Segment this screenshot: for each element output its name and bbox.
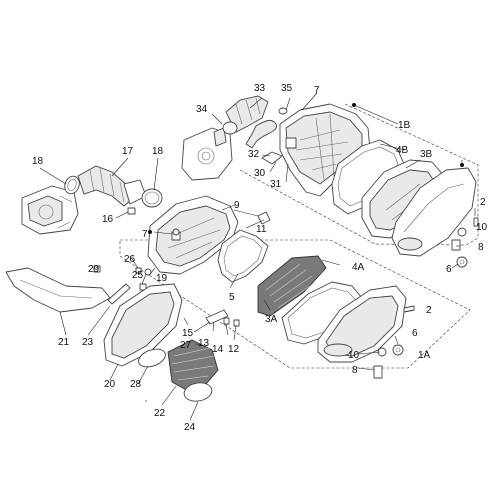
small-clip <box>127 207 136 215</box>
callout-1a: 1A <box>418 350 431 361</box>
intake-sleeve-top <box>222 95 269 135</box>
callout-18-left: 18 <box>32 156 44 167</box>
throttle-body-top <box>181 127 233 181</box>
fasteners-12-14 <box>223 317 240 327</box>
bolt-9 <box>257 211 271 225</box>
callout-23: 23 <box>82 337 94 348</box>
callout-5: 5 <box>229 292 235 303</box>
bracket-15 <box>205 309 229 325</box>
filter-element-3a <box>257 255 327 317</box>
callout-15: 15 <box>182 328 194 339</box>
callout-14: 14 <box>212 344 224 355</box>
callout-22: 22 <box>154 408 166 419</box>
callout-17: 17 <box>122 146 134 157</box>
hose-clamp-24 <box>183 382 213 402</box>
callout-29: 29 <box>88 264 100 275</box>
hose-clamp-28 <box>138 348 166 368</box>
airbox-cover-upper-right <box>391 167 477 257</box>
airbox-body-upper <box>279 103 371 197</box>
screw-2-upper <box>473 217 479 227</box>
small-parts-25-29 <box>93 265 152 291</box>
callout-30: 30 <box>254 168 266 179</box>
callout-9: 9 <box>234 200 240 211</box>
washer-6-lower <box>392 344 404 356</box>
callout-8-lower: 8 <box>352 365 358 376</box>
callout-12: 12 <box>228 344 240 355</box>
callout-20: 20 <box>104 379 116 390</box>
callout-19: 19 <box>156 273 168 284</box>
callout-33: 33 <box>254 83 266 94</box>
callout-3a: 3A <box>265 314 278 325</box>
callout-25: 25 <box>132 270 144 281</box>
callout-8-upper: 8 <box>478 242 484 253</box>
callout-3b: 3B <box>420 149 433 160</box>
callout-10-lower: 10 <box>348 350 360 361</box>
callout-13: 13 <box>198 338 210 349</box>
callout-28: 28 <box>130 379 142 390</box>
callout-6-upper: 6 <box>446 264 452 275</box>
callout-34: 34 <box>196 104 208 115</box>
nut-10-upper <box>457 227 467 237</box>
callout-31: 31 <box>270 179 282 190</box>
callout-4b: 4B <box>396 145 409 156</box>
corrugated-hose-22 <box>167 339 219 393</box>
intake-sleeve <box>77 165 147 207</box>
callout-24: 24 <box>184 422 196 433</box>
callout-11: 11 <box>256 224 267 235</box>
callout-7-top: 7 <box>314 85 320 96</box>
callout-16: 16 <box>102 214 114 225</box>
callout-35: 35 <box>281 83 293 94</box>
callout-1b: 1B <box>398 120 411 131</box>
callout-26: 26 <box>124 254 136 265</box>
callout-21: 21 <box>58 337 70 348</box>
leader-lines <box>39 92 476 421</box>
callout-10-upper: 10 <box>476 222 488 233</box>
screw-7-middle <box>172 228 180 236</box>
assembly-frame-1b <box>239 103 479 246</box>
callout-4a: 4A <box>352 262 365 273</box>
spacer-8-lower <box>373 365 383 379</box>
callout-2-lower: 2 <box>426 305 432 316</box>
spacer-8-upper <box>451 239 461 251</box>
callout-32: 32 <box>248 149 260 160</box>
callout-labels: 1B 4B 3B 2 10 8 6 33 35 7 34 32 30 31 18… <box>32 83 488 433</box>
washer-6-upper <box>456 256 468 268</box>
assembly-frame-1a <box>119 239 471 369</box>
airbox-body-middle <box>147 195 239 275</box>
intake-duct-21 <box>5 267 111 313</box>
callout-2-upper: 2 <box>480 197 486 208</box>
breather-hose <box>245 119 277 149</box>
seal-strip-23 <box>107 283 131 305</box>
hose-clamp-left <box>64 175 80 195</box>
airbox-cover-lower-right <box>317 285 407 363</box>
throttle-body-left <box>21 185 79 235</box>
callout-7-middle: 7 <box>142 229 148 240</box>
hose-clamp-right <box>141 188 163 208</box>
callout-17-lower: 27 <box>180 340 192 351</box>
callout-18-right: 18 <box>152 146 164 157</box>
lower-housing-20 <box>103 283 183 367</box>
seal-gasket-5 <box>217 229 269 283</box>
callout-6-lower: 6 <box>412 328 418 339</box>
